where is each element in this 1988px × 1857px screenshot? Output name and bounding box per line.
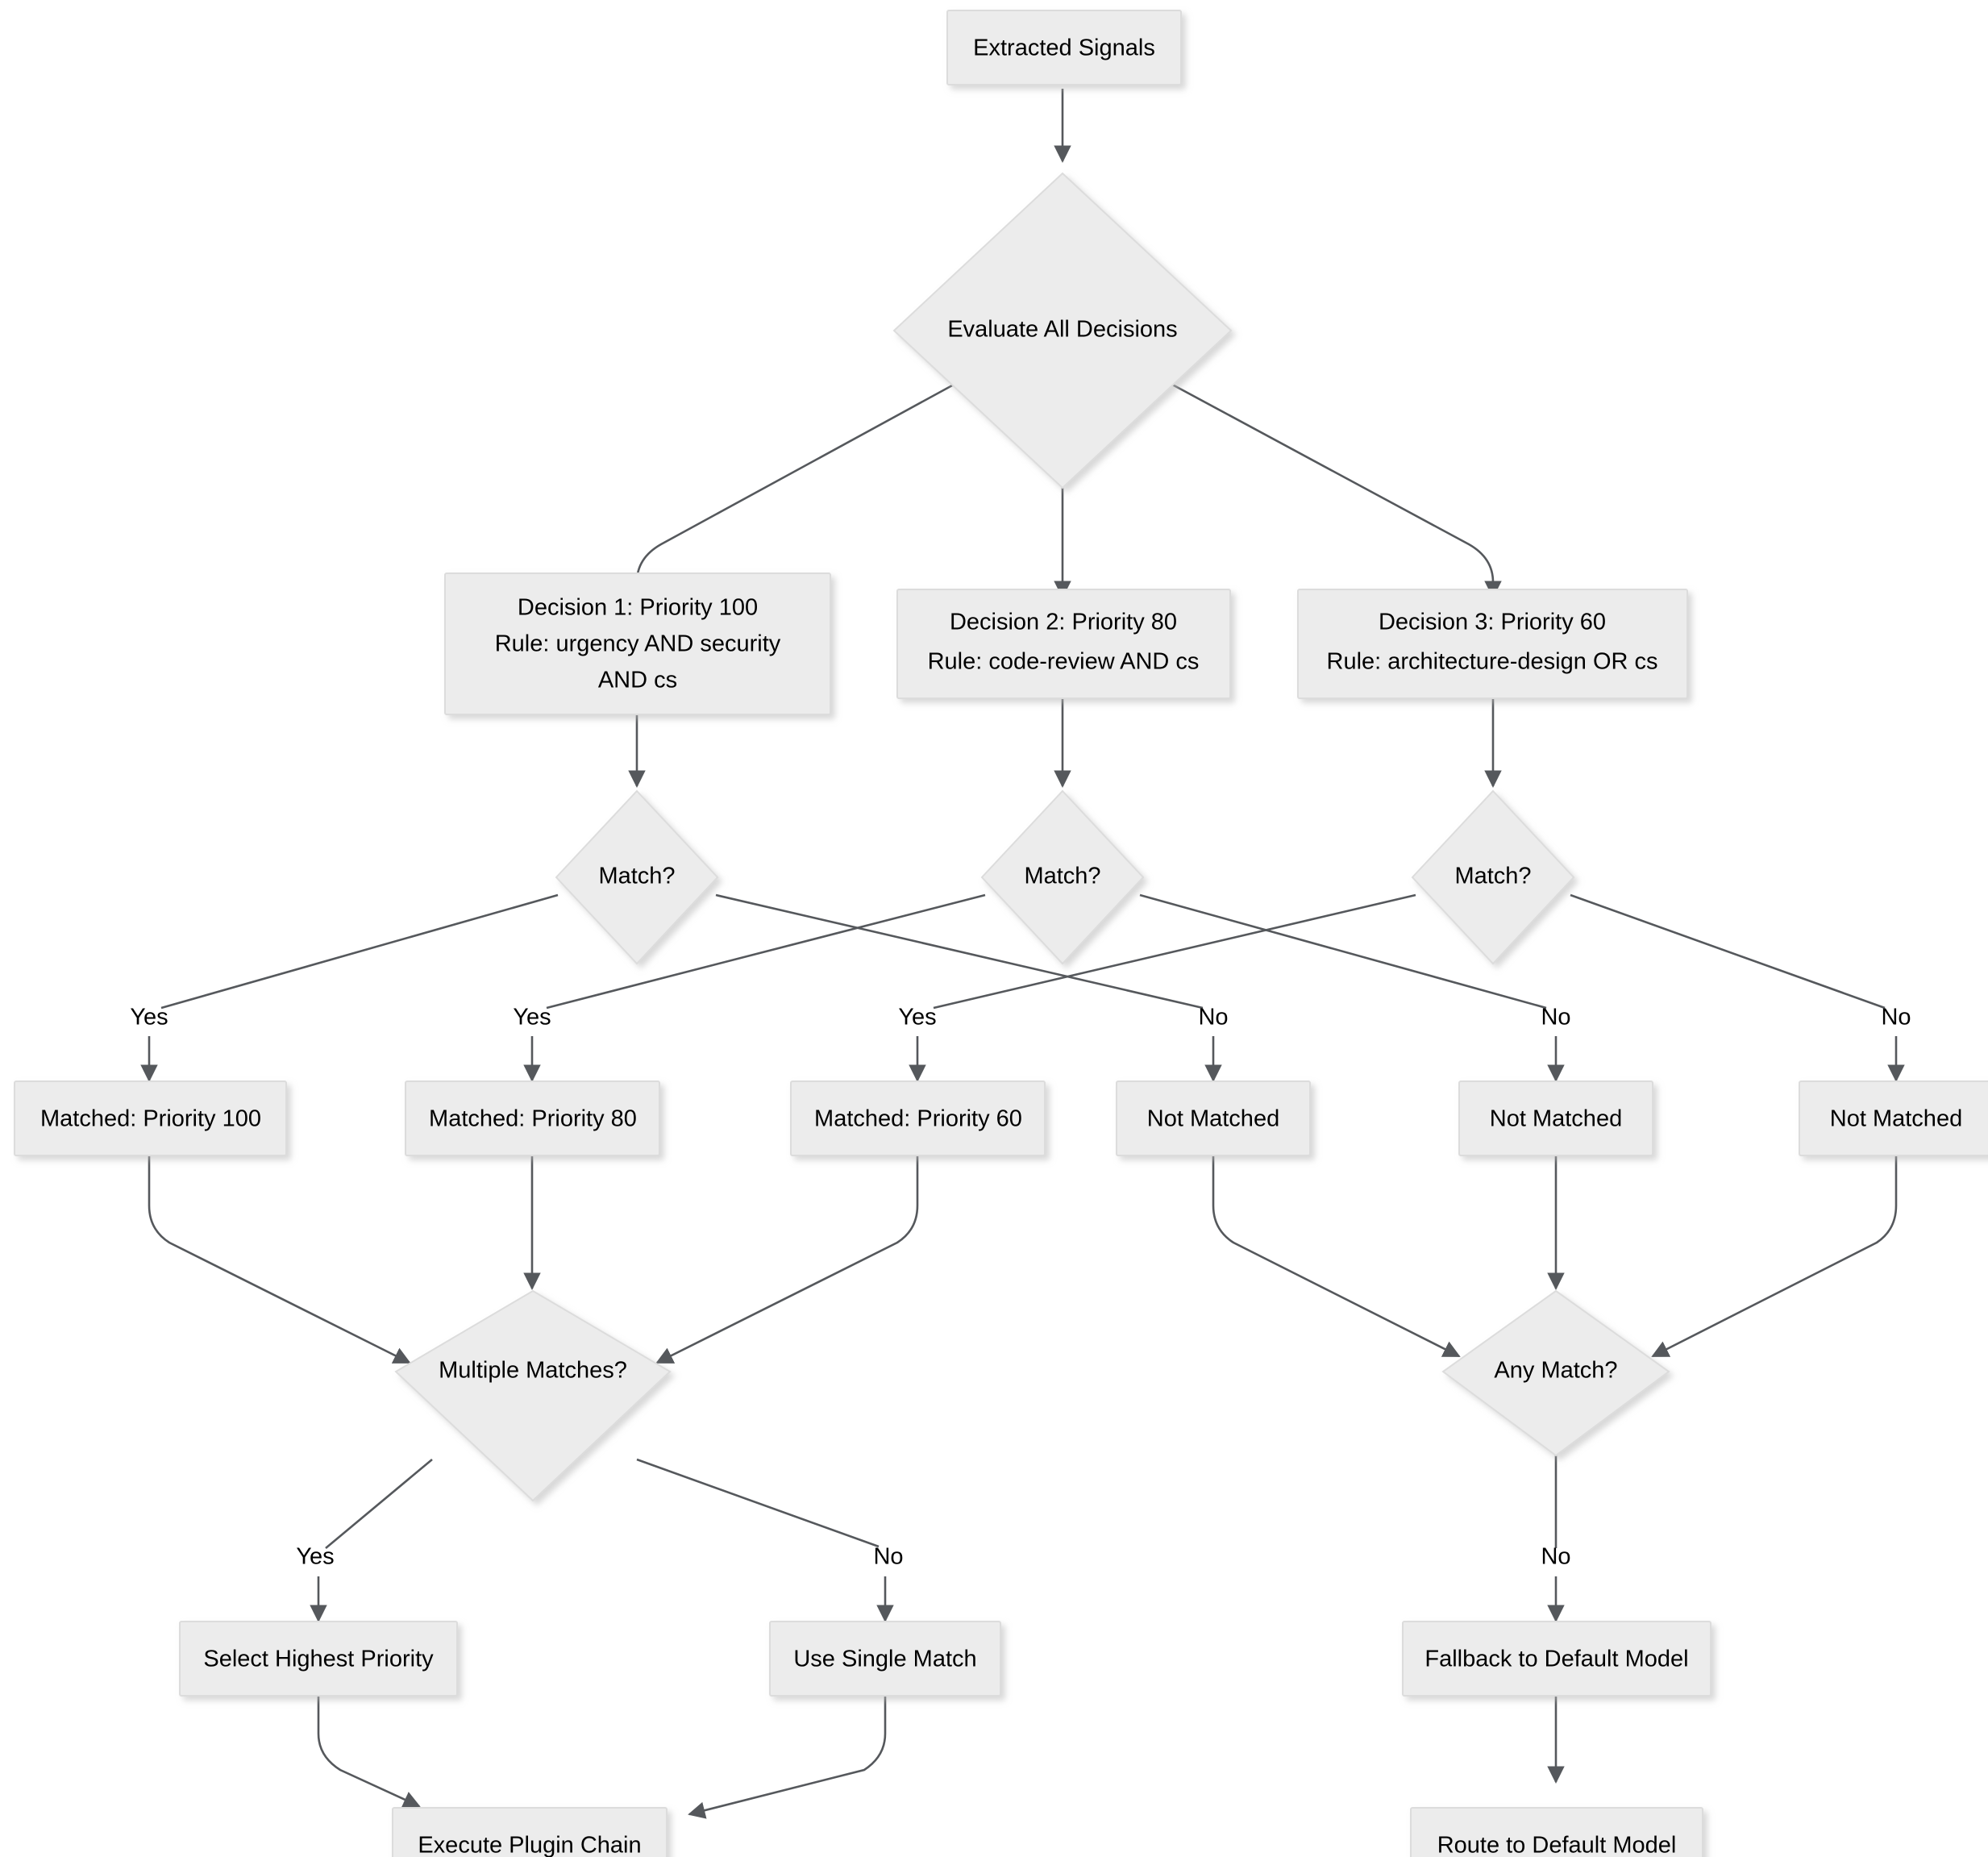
node-matched-priority-60[interactable]: Matched: Priority 60 [790, 1080, 1046, 1156]
node-route-default-model[interactable]: Route to Default Model [1410, 1807, 1703, 1857]
node-label-decision3-line2: Rule: architecture-design OR cs [1327, 649, 1658, 675]
node-decision-2[interactable]: Decision 2: Priority 80 Rule: code-revie… [896, 589, 1231, 699]
edge-evaluate-to-decision1 [628, 373, 972, 598]
edge-match1-no [715, 893, 1204, 1010]
node-label-decision1-line3: AND cs [598, 668, 677, 693]
edge-match2-no [1139, 893, 1547, 1010]
edge-label-match2-yes: Yes [513, 1005, 551, 1031]
edge-match3-yes [933, 893, 1416, 1010]
node-label-route-default-model: Route to Default Model [1437, 1833, 1677, 1857]
edge-select-to-execute [317, 1693, 421, 1808]
edges-layer [140, 89, 1905, 1819]
node-label-matched-100: Matched: Priority 100 [40, 1106, 261, 1132]
node-label-fallback-default: Fallback to Default Model [1424, 1647, 1688, 1672]
node-label-decision1-line2: Rule: urgency AND security [495, 631, 781, 657]
node-label-any-match: Any Match? [1494, 1358, 1617, 1384]
edge-label-match3-yes: Yes [898, 1005, 936, 1031]
node-label-not-matched-1: Not Matched [1147, 1106, 1279, 1132]
node-match-1[interactable]: Match? [555, 789, 719, 965]
edge-label-match1-yes: Yes [130, 1005, 168, 1031]
edge-match1-yes [160, 893, 559, 1010]
edge-label-multiple-no: No [873, 1544, 903, 1570]
node-label-decision1-line1: Decision 1: Priority 100 [518, 595, 758, 621]
node-extracted-signals[interactable]: Extracted Signals [946, 10, 1182, 85]
node-label-match-2: Match? [1024, 864, 1100, 889]
edge-label-anymatch-no: No [1541, 1544, 1570, 1570]
node-match-3[interactable]: Match? [1411, 789, 1575, 965]
node-label-extracted-signals: Extracted Signals [973, 35, 1155, 61]
node-label-multiple-matches: Multiple Matches? [439, 1358, 627, 1384]
node-matched-priority-80[interactable]: Matched: Priority 80 [405, 1080, 660, 1156]
edge-match3-no [1570, 893, 1886, 1010]
edge-notmatched3-to-anymatch [1651, 1155, 1898, 1358]
node-label-not-matched-3: Not Matched [1830, 1106, 1962, 1132]
node-decision-3[interactable]: Decision 3: Priority 60 Rule: architectu… [1297, 589, 1688, 699]
node-label-not-matched-2: Not Matched [1490, 1106, 1622, 1132]
node-label-match-3: Match? [1454, 864, 1531, 889]
node-use-single-match[interactable]: Use Single Match [769, 1621, 1001, 1697]
edge-label-match1-no: No [1198, 1005, 1228, 1031]
node-not-matched-2[interactable]: Not Matched [1458, 1080, 1653, 1156]
edge-match2-yes [546, 893, 986, 1010]
nodes-layer: Extracted Signals Evaluate All Decisions… [14, 10, 1988, 1857]
edge-multiple-yes [325, 1459, 433, 1549]
node-label-evaluate-all-decisions: Evaluate All Decisions [947, 317, 1177, 343]
edge-matched60-to-multiple [655, 1155, 919, 1364]
node-decision-1[interactable]: Decision 1: Priority 100 Rule: urgency A… [444, 573, 831, 715]
node-label-matched-60: Matched: Priority 60 [814, 1106, 1022, 1132]
node-label-match-1: Match? [598, 864, 675, 889]
edge-label-match3-no: No [1881, 1005, 1911, 1031]
node-label-matched-80: Matched: Priority 80 [429, 1106, 637, 1132]
node-select-highest-priority[interactable]: Select Highest Priority [179, 1621, 458, 1697]
edge-label-match2-no: No [1541, 1005, 1570, 1031]
node-execute-plugin-chain[interactable]: Execute Plugin Chain [392, 1807, 668, 1857]
node-label-select-highest: Select Highest Priority [203, 1647, 434, 1672]
edge-label-multiple-yes: Yes [296, 1544, 334, 1570]
node-label-execute-plugin-chain: Execute Plugin Chain [418, 1833, 641, 1857]
edge-evaluate-to-decision3 [1154, 373, 1502, 598]
edge-multiple-no [636, 1458, 880, 1548]
edge-notmatched1-to-anymatch [1212, 1155, 1461, 1358]
edge-matched100-to-multiple [148, 1155, 411, 1364]
node-not-matched-3[interactable]: Not Matched [1799, 1080, 1988, 1156]
node-label-decision2-line1: Decision 2: Priority 80 [950, 610, 1177, 635]
node-fallback-default-model[interactable]: Fallback to Default Model [1402, 1621, 1711, 1697]
node-evaluate-all-decisions[interactable]: Evaluate All Decisions [892, 172, 1233, 489]
node-matched-priority-100[interactable]: Matched: Priority 100 [14, 1080, 287, 1156]
node-match-2[interactable]: Match? [980, 789, 1145, 965]
node-label-decision3-line1: Decision 3: Priority 60 [1379, 610, 1606, 635]
edge-usesingle-to-execute [688, 1693, 887, 1819]
node-any-match[interactable]: Any Match? [1441, 1289, 1670, 1457]
edge-labels-layer: Yes Yes Yes No No No Yes No No [130, 1005, 1911, 1570]
node-label-decision2-line2: Rule: code-review AND cs [928, 649, 1200, 675]
node-not-matched-1[interactable]: Not Matched [1116, 1080, 1311, 1156]
node-label-use-single-match: Use Single Match [793, 1647, 976, 1672]
node-multiple-matches[interactable]: Multiple Matches? [394, 1289, 672, 1502]
